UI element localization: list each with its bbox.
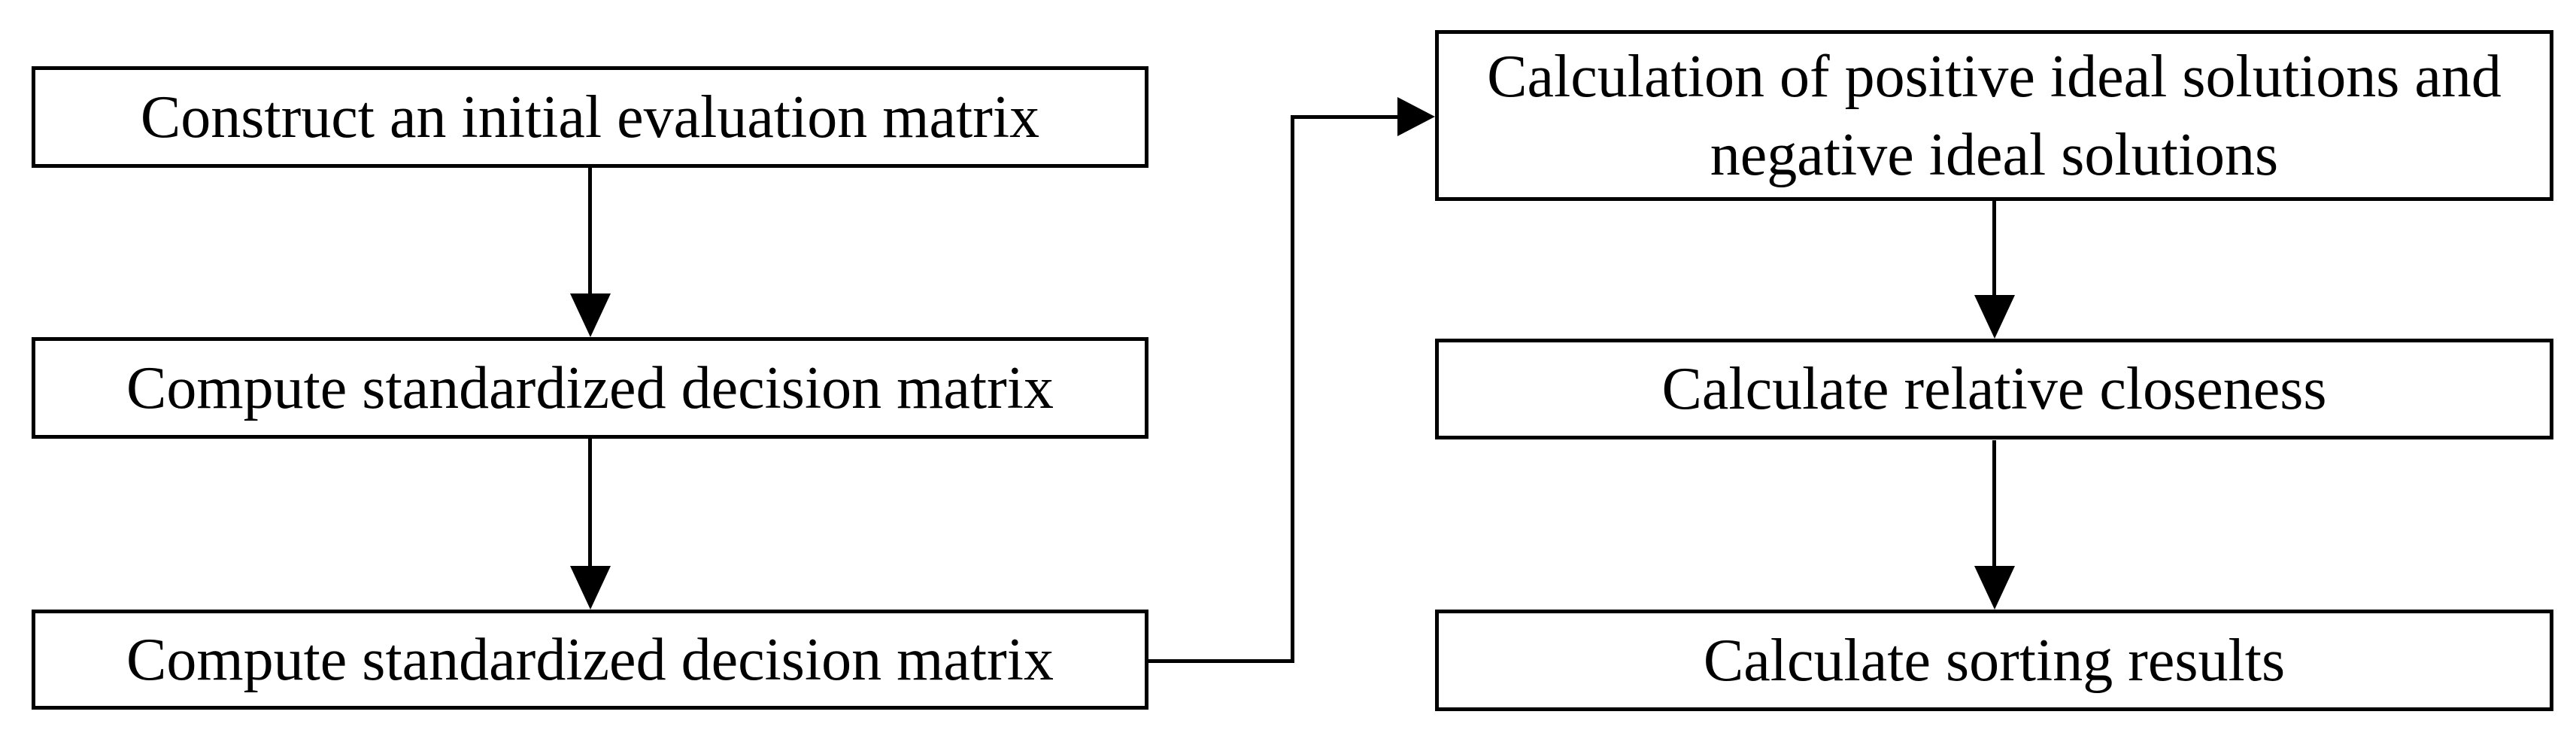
- arrow-shaft: [1992, 201, 1996, 295]
- node-compute-standardized-decision-matrix-1: Compute standardized decision matrix: [32, 337, 1148, 439]
- node-label: Construct an initial evaluation matrix: [140, 84, 1040, 151]
- node-compute-standardized-decision-matrix-2: Compute standardized decision matrix: [32, 610, 1148, 710]
- node-construct-initial-evaluation-matrix: Construct an initial evaluation matrix: [32, 66, 1148, 168]
- node-label: Compute standardized decision matrix: [126, 354, 1054, 421]
- node-calculate-relative-closeness: Calculate relative closeness: [1435, 339, 2553, 439]
- elbow-connector-segment-horizontal: [1291, 115, 1397, 119]
- arrow-shaft: [588, 168, 592, 293]
- node-label: Compute standardized decision matrix: [126, 626, 1054, 693]
- arrowhead-down-icon: [1974, 295, 2015, 339]
- arrow-shaft: [1992, 440, 1996, 566]
- elbow-connector-segment-horizontal: [1148, 659, 1294, 663]
- node-label: Calculate sorting results: [1703, 627, 2286, 694]
- node-label: Calculation of positive ideal solutions …: [1487, 43, 2502, 188]
- arrowhead-down-icon: [1974, 566, 2015, 610]
- elbow-connector-segment-vertical: [1291, 115, 1294, 663]
- node-calculation-of-ideal-solutions: Calculation of positive ideal solutions …: [1435, 30, 2553, 201]
- arrowhead-down-icon: [570, 293, 611, 337]
- arrowhead-right-icon: [1397, 97, 1435, 136]
- arrow-shaft: [588, 439, 592, 566]
- arrowhead-down-icon: [570, 566, 611, 610]
- node-calculate-sorting-results: Calculate sorting results: [1435, 610, 2553, 711]
- node-label: Calculate relative closeness: [1661, 356, 2327, 422]
